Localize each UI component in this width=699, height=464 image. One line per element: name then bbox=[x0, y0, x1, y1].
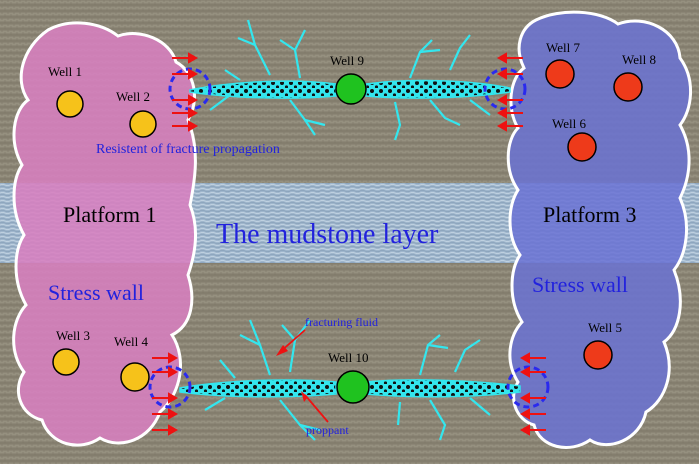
well-7-label: Well 7 bbox=[546, 40, 580, 55]
well-4-marker bbox=[120, 362, 150, 392]
upper-fracture bbox=[189, 19, 511, 141]
well-10-marker bbox=[336, 370, 370, 404]
upper-fracture-branches bbox=[209, 19, 491, 141]
well-1-marker bbox=[56, 90, 84, 118]
resistance-circle-lower-right bbox=[506, 365, 550, 409]
stress-arrows-upper-right bbox=[496, 52, 523, 132]
well-8-marker bbox=[613, 72, 643, 102]
well-1-label: Well 1 bbox=[48, 64, 82, 79]
mudstone-layer-label: The mudstone layer bbox=[216, 219, 439, 250]
well-2-label: Well 2 bbox=[116, 89, 150, 104]
platform-3-region bbox=[506, 10, 693, 449]
fracturing-fluid-arrowhead bbox=[276, 345, 288, 356]
fracturing-fluid-label: fracturing fluid bbox=[305, 315, 378, 329]
lower-fracture-channel bbox=[179, 379, 521, 398]
proppant-label: proppant bbox=[306, 423, 349, 437]
stress-arrows-upper-left bbox=[172, 52, 199, 132]
resistance-circle-lower-left bbox=[148, 365, 192, 409]
proppant-arrowhead bbox=[301, 391, 308, 402]
platform-1-label: Platform 1 bbox=[63, 202, 157, 227]
platform-1-region bbox=[12, 21, 198, 447]
lower-fracture bbox=[179, 319, 521, 441]
stress-arrows-lower-left bbox=[152, 352, 179, 436]
well-3-label: Well 3 bbox=[56, 328, 90, 343]
lower-fracture-branches bbox=[204, 319, 491, 441]
well-2-marker bbox=[129, 110, 157, 138]
well-6-label: Well 6 bbox=[552, 116, 586, 131]
stress-wall-label-right: Stress wall bbox=[532, 272, 628, 297]
proppant-pointer bbox=[304, 394, 329, 423]
resistance-annotation: Resistent of fracture propagation bbox=[96, 142, 280, 157]
well-5-marker bbox=[583, 340, 613, 370]
stress-arrows-lower-right bbox=[519, 352, 546, 436]
well-5-label: Well 5 bbox=[588, 320, 622, 335]
well-7-marker bbox=[545, 59, 575, 89]
platform-3-label: Platform 3 bbox=[543, 202, 637, 227]
well-4-label: Well 4 bbox=[114, 334, 148, 349]
well-10-label: Well 10 bbox=[328, 350, 368, 365]
upper-fracture-channel bbox=[189, 79, 511, 99]
well-9-marker bbox=[335, 73, 367, 105]
well-6-marker bbox=[567, 132, 597, 162]
well-3-marker bbox=[52, 348, 80, 376]
well-8-label: Well 8 bbox=[622, 52, 656, 67]
well-9-label: Well 9 bbox=[330, 53, 364, 68]
stress-wall-label-left: Stress wall bbox=[48, 280, 144, 305]
